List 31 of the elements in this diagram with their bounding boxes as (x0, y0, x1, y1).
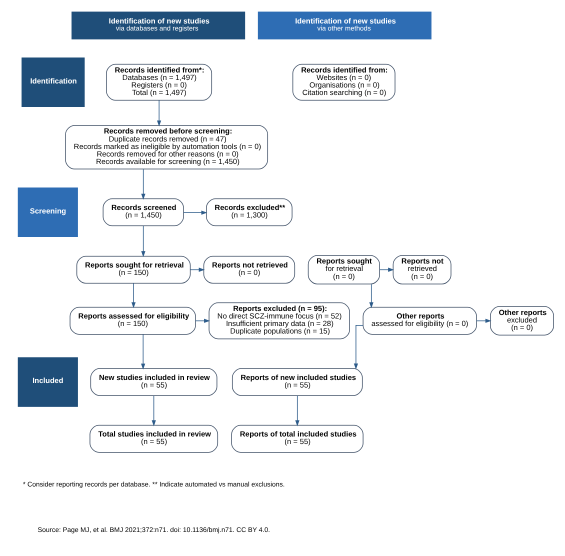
arrow (141, 226, 146, 258)
node-box: Reports sought for retrieval (n = 150) (76, 256, 191, 284)
node-box: Reports not retrieved (n = 0) (203, 256, 296, 284)
arrow (295, 395, 300, 426)
node-box: Other reports excluded (n = 0) (490, 306, 554, 336)
node-box: Included (18, 357, 78, 407)
node-box: Total studies included in review (n = 55) (90, 424, 218, 453)
arrow (156, 100, 162, 126)
arrow (141, 334, 146, 370)
node-box: New studies included in review (n = 55) (90, 368, 218, 396)
node-box: Reports not retrieved (n = 0) (392, 255, 452, 284)
arrow (141, 168, 146, 200)
node-box: Reports of new included studies (n = 55) (232, 368, 363, 396)
node-box: Records screened (n = 1,450) (102, 198, 184, 226)
arrow (183, 210, 208, 215)
node-box: Reports sought for retrieval (n = 0) (308, 255, 380, 284)
arrow (476, 318, 492, 323)
node-box: Other reports assessed for eligibility (n = 0) (362, 306, 477, 335)
node-box: Records removed before screening: Duplicate records removed (n = 47) Records marked as ineligible by automation tools (n = 0) Records removed for other reasons (n = 0) Records available for screening (n = 1,450) (65, 125, 268, 170)
node-box: Reports excluded (n = 95): No direct SCZ-immune focus (n = 52) Insufficient primary data (n = 28) Duplicate populations (n = 15) (208, 302, 350, 340)
node-box: Reports of total included studies (n = 55) (231, 424, 364, 453)
arrow (354, 324, 364, 370)
node-box: Records excluded** (n = 1,300) (206, 198, 292, 226)
node-box: Reports assessed for eligibility (n = 150) (70, 306, 196, 335)
node-box: Records identified from: Websites (n = 0) Organisations (n = 0) Citation searching (n = 0) (292, 64, 396, 101)
arrow (369, 284, 374, 308)
node-box: Records identified from*: Databases (n = 1,497) Registers (n = 0) Total (n = 1,497) (106, 64, 212, 101)
node-box: Identification (22, 57, 85, 108)
arrow (152, 395, 156, 426)
arrow (131, 283, 136, 308)
node-box: Screening (18, 187, 78, 238)
